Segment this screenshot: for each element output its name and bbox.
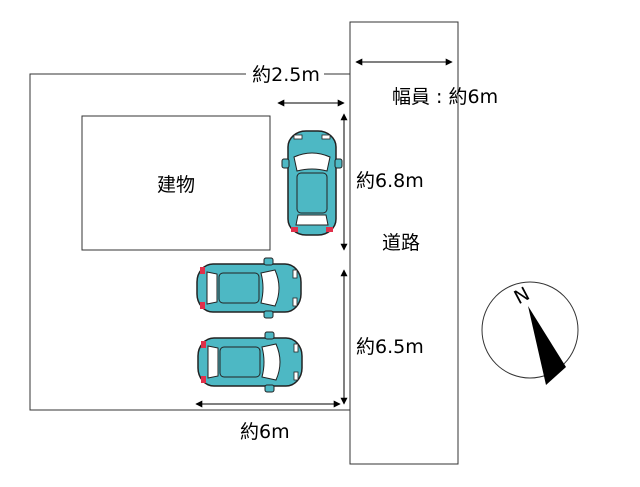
space1-length-label: 約6.8m [356,170,424,192]
compass-icon: N [481,281,579,385]
road-strip [349,21,459,465]
road-width-label: 幅員 : 約6m [392,86,498,108]
space2-length-label: 約6.5m [356,336,424,358]
lot-outline [29,73,350,411]
car-icon [196,257,302,319]
building [81,115,271,251]
north-arrow-icon [528,306,566,385]
car-icon [197,331,303,393]
building-label: 建物 [157,174,195,196]
bottom-width-label: 約6m [240,421,290,443]
lot-width-label: 約2.5m [252,64,320,86]
road-label: 道路 [382,232,420,254]
label-bg [246,62,324,86]
car-icon [281,130,343,236]
